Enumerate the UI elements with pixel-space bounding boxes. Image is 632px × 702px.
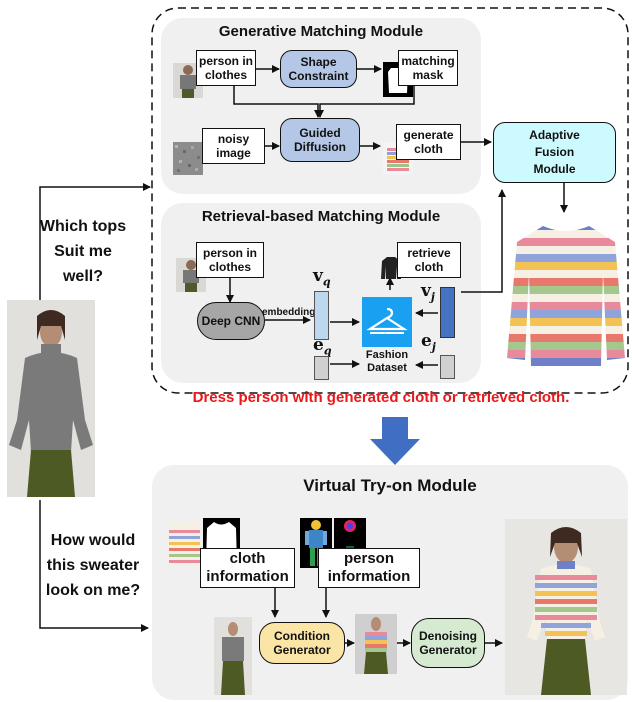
vq-label: vq	[313, 266, 331, 288]
eq-subscript: q	[323, 344, 332, 358]
denoising-generator-box: Denoising Generator	[411, 618, 485, 668]
caption: Dress person with generated cloth or ret…	[192, 389, 570, 406]
big-down-arrow-icon	[370, 417, 420, 465]
ej-subscript: j	[431, 340, 436, 354]
vj-symbol: v	[421, 281, 431, 301]
deep-cnn-box: Deep CNN	[197, 302, 265, 340]
vj-label: vj	[421, 281, 435, 303]
shape-constraint-box: Shape Constraint	[280, 50, 357, 88]
adaptive-fusion-box: Adaptive Fusion Module	[493, 122, 616, 183]
retrieved-cloth-thumbnail	[381, 257, 401, 279]
vq-symbol: v	[313, 266, 323, 286]
cloth-information-box: cloth information	[200, 548, 295, 588]
noisy-image-box: noisy image	[202, 128, 265, 164]
condition-generator-box: Condition Generator	[259, 622, 345, 664]
ej-vector	[440, 355, 455, 379]
ej-label: ej	[421, 331, 436, 353]
person-information-box: person information	[318, 548, 420, 588]
vq-vector	[314, 291, 329, 340]
person-in-clothes-box-retrieval: person in clothes	[196, 242, 264, 278]
fashion-dataset-label: Fashion Dataset	[365, 349, 409, 374]
vq-subscript: q	[322, 275, 331, 289]
eq-symbol: e	[313, 335, 324, 355]
generative-panel	[161, 18, 481, 194]
ej-symbol: e	[421, 331, 432, 351]
retrieve-cloth-box: retrieve cloth	[397, 242, 461, 278]
person-photo-small	[214, 617, 252, 695]
generative-module-title: Generative Matching Module	[218, 23, 424, 40]
person-photo	[7, 300, 95, 497]
arrow-to-tryon-module	[39, 500, 149, 632]
matching-mask-box: matching mask	[398, 50, 458, 86]
retrieval-module-title: Retrieval-based Matching Module	[201, 208, 441, 225]
how-would-question: How would this sweater look on me?	[45, 532, 141, 599]
generate-cloth-box: generate cloth	[396, 124, 461, 160]
final-tryon-photo	[505, 519, 627, 695]
sweater-thumbnail	[167, 520, 201, 566]
fused-sweater-image	[507, 226, 625, 366]
coarse-result-thumbnail	[355, 614, 397, 674]
eq-label: eq	[313, 335, 332, 357]
hanger-icon	[362, 297, 412, 347]
person-in-clothes-box: person in clothes	[196, 50, 256, 86]
embedding-label: embedding	[262, 307, 316, 318]
noisy-image-thumbnail	[173, 142, 203, 175]
virtual-tryon-title: Virtual Try-on Module	[303, 476, 477, 495]
eq-vector	[314, 356, 329, 380]
which-tops-question: Which tops Suit me well?	[39, 218, 127, 285]
arrow-to-top-module	[39, 183, 151, 312]
vj-subscript: j	[430, 290, 435, 304]
guided-diffusion-box: Guided Diffusion	[280, 118, 360, 162]
vj-vector	[440, 287, 455, 338]
dashed-container	[151, 7, 629, 394]
